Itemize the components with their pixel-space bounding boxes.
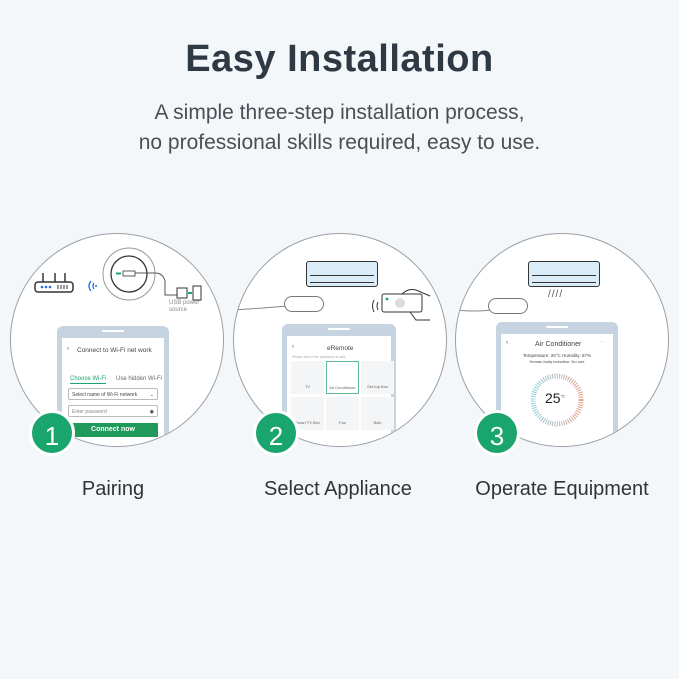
- remote-in-hand-icon: [372, 289, 431, 321]
- appliance-tv[interactable]: TV: [291, 361, 324, 394]
- eye-icon[interactable]: ◉: [149, 409, 154, 415]
- phone-mockup: ‹ Connect to Wi-Fi net work Choose Wi-Fi…: [57, 326, 169, 446]
- wifi-signal-icon: [88, 280, 97, 292]
- back-icon[interactable]: ‹: [506, 340, 508, 346]
- tab-hidden-wifi[interactable]: Use hidden Wi-Fi: [116, 376, 163, 382]
- hint-text: Please select the appliance to add: [292, 355, 346, 359]
- cable-line: [234, 305, 289, 311]
- air-conditioner-icon: [528, 261, 600, 287]
- step-3-label: Operate Equipment: [475, 478, 649, 500]
- back-icon[interactable]: ‹: [292, 344, 294, 350]
- page-title: Easy Installation: [185, 38, 494, 80]
- appliance-fan[interactable]: Fan: [326, 397, 359, 430]
- appliance-air-conditioner[interactable]: Air Conditioner: [326, 361, 359, 394]
- subtitle-line-1: A simple three-step installation process…: [154, 101, 525, 124]
- password-placeholder: Enter password: [72, 409, 107, 415]
- air-conditioner-icon: [306, 261, 378, 287]
- tab-choose-wifi[interactable]: Choose Wi-Fi: [70, 376, 107, 384]
- router-icon: [34, 273, 74, 293]
- temperature-value: 25°C: [545, 390, 566, 406]
- appliance-set-top-box[interactable]: Set-top Box: [361, 361, 394, 394]
- step-3-badge: 3: [474, 410, 520, 456]
- temperature-dial: [530, 373, 584, 427]
- status-line-2: Human body induction: No one: [529, 359, 585, 364]
- step-2-illustration: ‹ eRemote Please select the appliance to…: [233, 233, 447, 447]
- ir-blaster-device-icon: [102, 247, 202, 301]
- ir-blaster-icon: [284, 296, 324, 312]
- usb-power-label: USB power source: [169, 300, 200, 313]
- wifi-network-select[interactable]: Select name of Wi-Fi network ⌄: [68, 388, 158, 400]
- password-field[interactable]: Enter password ◉: [68, 405, 158, 417]
- airflow-icon: ////: [548, 289, 564, 300]
- step-2-badge: 2: [253, 410, 299, 456]
- appliance-bulb[interactable]: Bulb: [361, 397, 394, 430]
- subtitle-line-2: no professional skills required, easy to…: [138, 131, 541, 154]
- chevron-down-icon: ⌄: [149, 392, 154, 398]
- network-placeholder: Select name of Wi-Fi network: [72, 392, 138, 398]
- step-2-label: Select Appliance: [264, 478, 412, 500]
- status-line-1: Temperature: 26°C Humidity: 67%: [522, 353, 592, 358]
- step-1-badge: 1: [29, 410, 75, 456]
- phone-mockup: ‹ eRemote Please select the appliance to…: [282, 324, 396, 446]
- back-icon[interactable]: ‹: [67, 346, 69, 352]
- connect-now-button[interactable]: Connect now: [68, 423, 158, 437]
- step-1-label: Pairing: [81, 478, 145, 500]
- ir-blaster-icon: [488, 298, 528, 314]
- screen-title: Connect to Wi-Fi net work: [77, 347, 152, 354]
- more-icon[interactable]: ···: [599, 339, 605, 345]
- screen-title: Air Conditioner: [535, 341, 582, 348]
- screen-title: eRemote: [327, 345, 354, 352]
